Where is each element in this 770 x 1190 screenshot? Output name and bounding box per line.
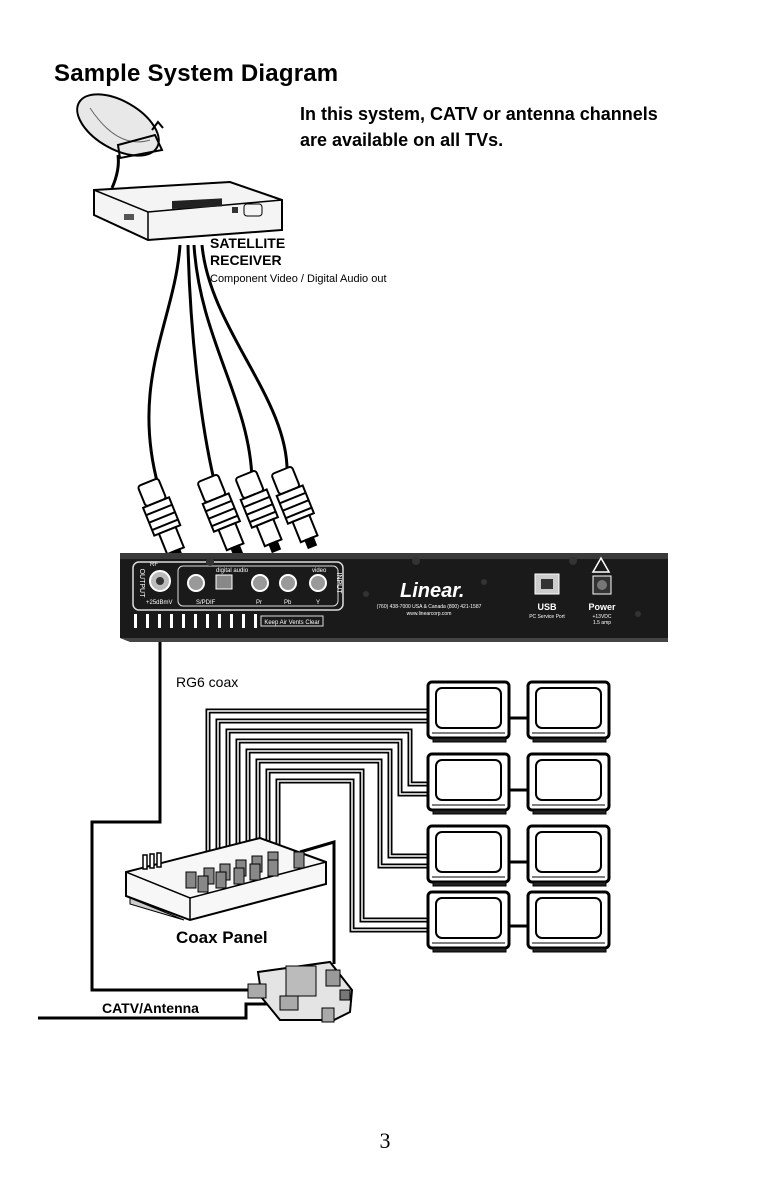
satellite-receiver-label-2: RECEIVER — [210, 252, 282, 268]
power-sub2: 1.5 amp — [593, 620, 611, 626]
satellite-receiver-sublabel: Component Video / Digital Audio out — [210, 273, 387, 285]
page-number: 3 — [379, 1128, 391, 1153]
satellite-dish-icon — [76, 93, 164, 189]
pb-label: Pb — [284, 600, 292, 606]
brand-logo: Linear. — [400, 580, 464, 602]
rg6-coax-label: RG6 coax — [176, 674, 239, 690]
component-cables — [147, 244, 289, 486]
catv-antenna-label: CATV/Antenna — [102, 1000, 199, 1016]
coax-panel-label: Coax Panel — [176, 928, 268, 947]
usb-sub: PC Service Port — [529, 614, 565, 620]
splitter-icon — [247, 960, 354, 1023]
phone-text: (760) 438-7000 USA & Canada (800) 421-15… — [377, 604, 482, 610]
modulator-device — [120, 553, 668, 642]
power-label: Power — [588, 602, 616, 612]
vents-label: Keep Air Vents Clear — [264, 620, 319, 626]
level-label: +25dBmV — [146, 600, 173, 606]
satellite-receiver-icon — [93, 180, 283, 242]
spdif-label: S/PDIF — [196, 600, 216, 606]
splitter-to-panel-cable — [299, 839, 336, 964]
pr-label: Pr — [256, 600, 262, 606]
satellite-receiver-label-1: SATELLITE — [210, 235, 286, 251]
input-label: INPUT — [335, 573, 342, 595]
intro-line-2: are available on all TVs. — [300, 130, 504, 150]
rg6-cable — [90, 642, 262, 992]
digital-audio-label: digital audio — [216, 568, 249, 574]
coax-panel-icon — [125, 836, 327, 922]
usb-label: USB — [537, 602, 557, 612]
power-sub1: +13VDC — [592, 614, 611, 620]
page-title: Sample System Diagram — [54, 60, 339, 87]
video-label: video — [312, 568, 327, 574]
tv-icon — [426, 680, 611, 953]
intro-line-1: In this system, CATV or antenna channels — [300, 104, 658, 124]
y-label: Y — [316, 600, 320, 606]
web-text: www.linearcorp.com — [407, 611, 452, 617]
output-label: OUTPUT — [138, 569, 145, 599]
rf-label: RF — [150, 562, 158, 568]
rca-plug-icon — [137, 466, 319, 562]
